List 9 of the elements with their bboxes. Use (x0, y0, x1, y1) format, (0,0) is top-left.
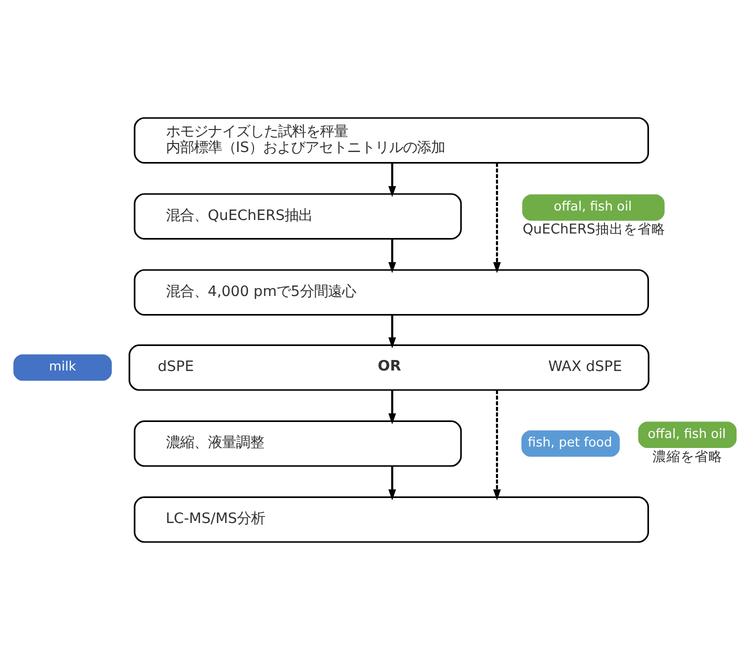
arrow (493, 390, 501, 500)
arrow (388, 314, 396, 348)
arrow (388, 162, 396, 198)
arrow (493, 162, 501, 274)
arrow (388, 466, 396, 500)
arrow (388, 238, 396, 274)
arrow (388, 390, 396, 424)
node-label: 濃縮を省略 (652, 448, 723, 465)
node-label: QuEChERS抽出を省略 (522, 222, 666, 238)
